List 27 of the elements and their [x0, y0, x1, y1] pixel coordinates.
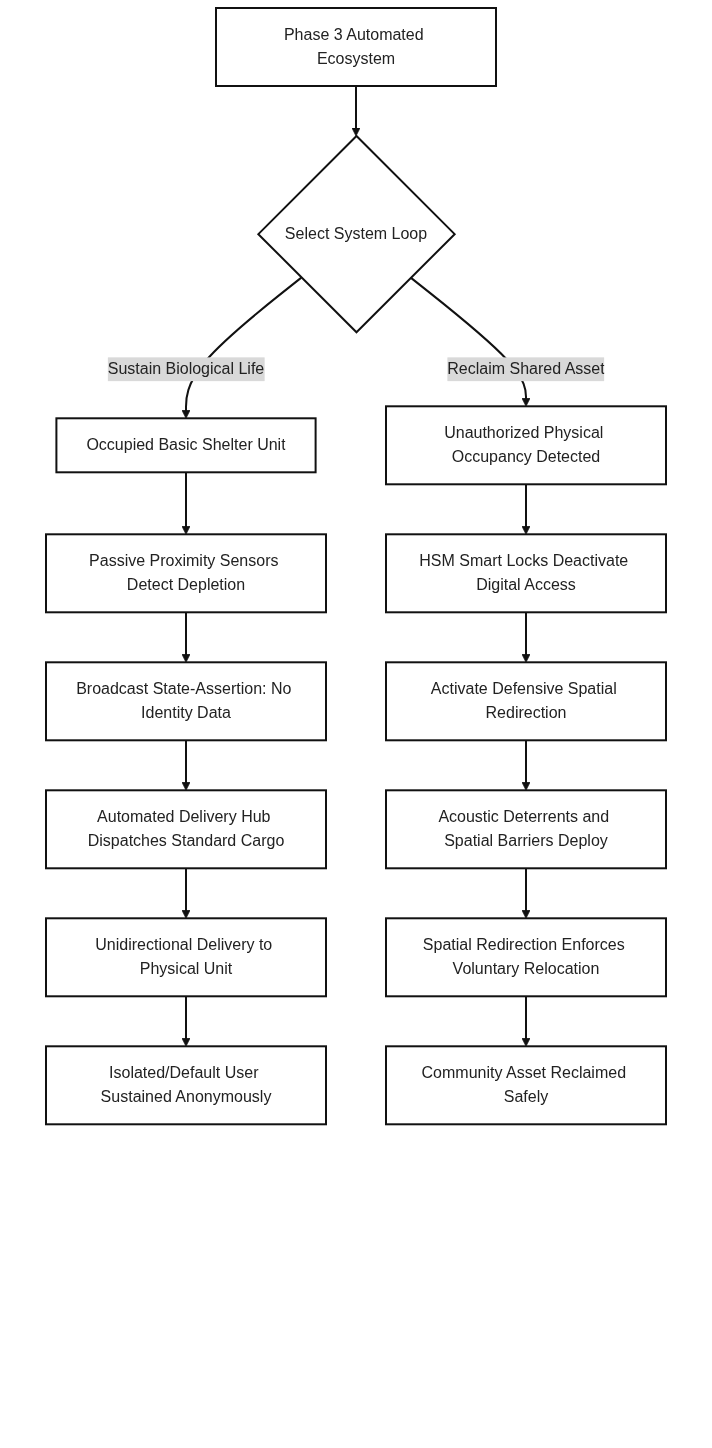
- arrow: [181, 471, 191, 535]
- node-box: Spatial Redirection Enforces Voluntary Relocation: [385, 917, 667, 998]
- arrow: [351, 85, 361, 137]
- node-diamond: Select System Loop: [256, 134, 457, 334]
- node-box: Activate Defensive Spatial Redirection: [385, 661, 667, 742]
- edge-label: Sustain Biological Life: [107, 360, 265, 378]
- node-box: Passive Proximity Sensors Detect Depletion: [45, 533, 327, 614]
- arrow: [181, 995, 191, 1047]
- arrow: [521, 611, 531, 663]
- arrow: [181, 867, 191, 919]
- node-box: Phase 3 Automated Ecosystem: [215, 7, 497, 87]
- node-box: Occupied Basic Shelter Unit: [55, 417, 317, 474]
- node-box: Broadcast State-Assertion: No Identity Data: [45, 661, 327, 742]
- node-box: Acoustic Deterrents and Spatial Barriers Deploy: [385, 789, 667, 870]
- arrow: [521, 739, 531, 791]
- node-box: Isolated/Default User Sustained Anonymously: [45, 1045, 327, 1126]
- arrow: [521, 867, 531, 919]
- edge-label: Reclaim Shared Asset: [447, 360, 605, 378]
- arrow: [521, 483, 531, 535]
- node-box: Automated Delivery Hub Dispatches Standard Cargo: [45, 789, 327, 870]
- arrow: [181, 739, 191, 791]
- node-box: Community Asset Reclaimed Safely: [385, 1045, 667, 1126]
- node-box: Unauthorized Physical Occupancy Detected: [385, 405, 667, 486]
- node-box: HSM Smart Locks Deactivate Digital Access: [385, 533, 667, 614]
- arrow: [521, 995, 531, 1047]
- arrow: [181, 611, 191, 663]
- node-box: Unidirectional Delivery to Physical Unit: [45, 917, 327, 998]
